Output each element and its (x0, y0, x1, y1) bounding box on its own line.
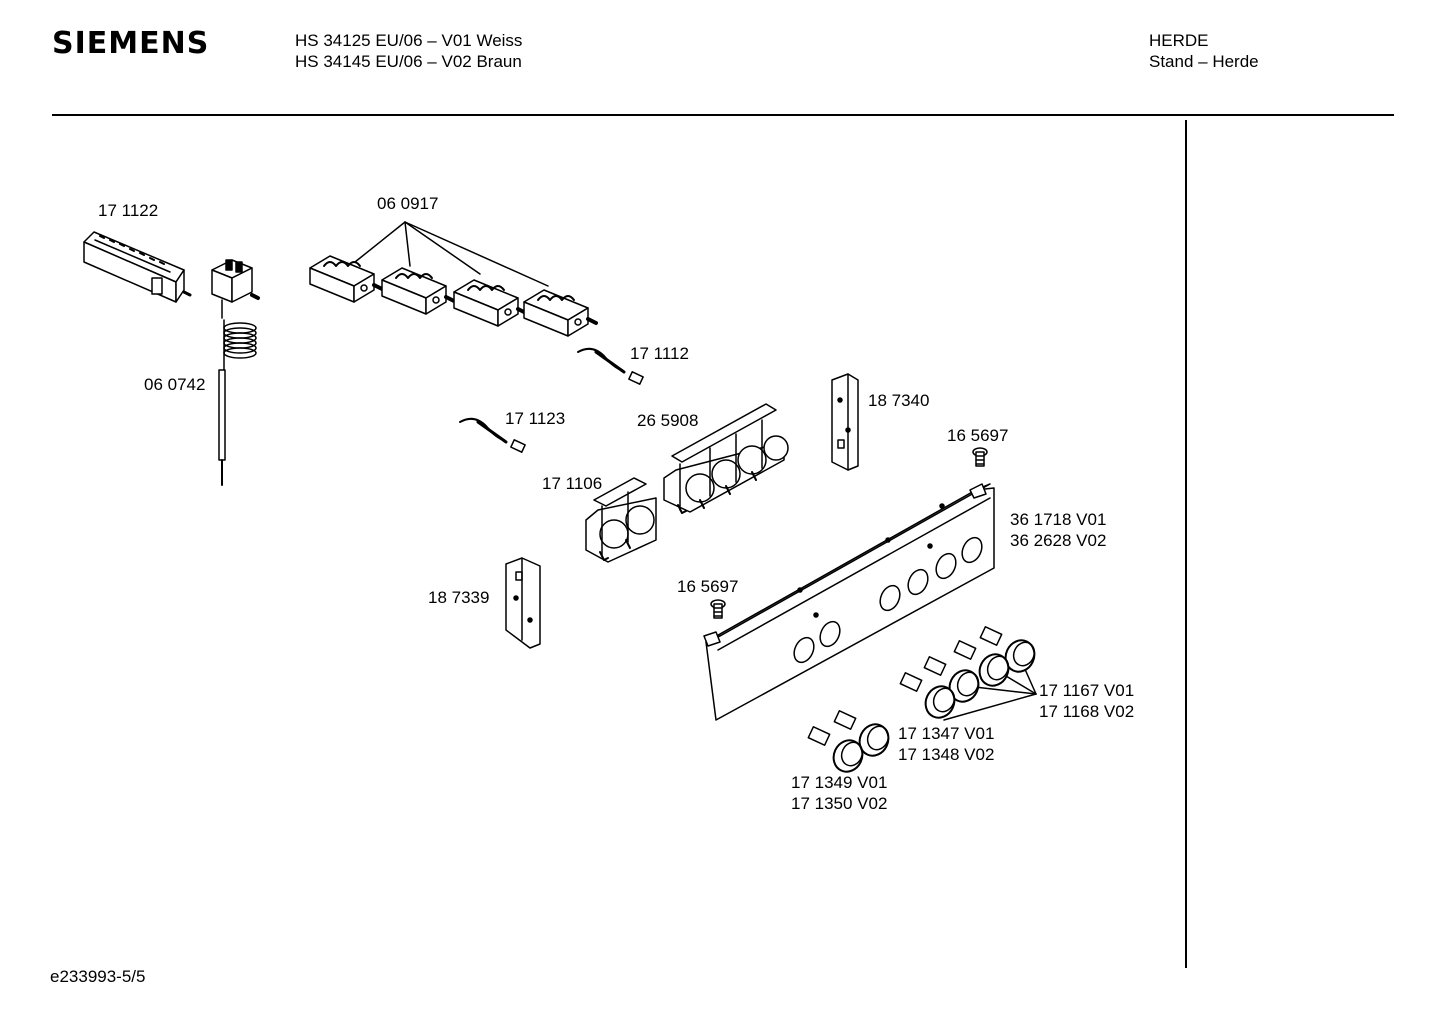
rotary-switch-3 (453, 279, 528, 327)
part-label-187339: 18 7339 (428, 588, 490, 607)
knob-group-large (899, 626, 1037, 721)
rotary-switches (309, 221, 598, 337)
knob-group-small (807, 710, 890, 773)
lamp-part-upper (577, 347, 644, 385)
part-label-171123: 17 1123 (505, 409, 566, 428)
screw-upper (972, 447, 988, 467)
lamp-part-lower (459, 417, 526, 453)
header-divider (52, 114, 1394, 116)
part-label-165697-lower: 16 5697 (677, 577, 739, 596)
knob-2 (953, 640, 1010, 687)
part-label-171106: 17 1106 (542, 474, 603, 493)
thermostat-part (211, 259, 260, 486)
knob-5 (833, 710, 890, 757)
knob-3 (923, 656, 980, 703)
part-label-361718: 36 1718 V01 (1010, 510, 1107, 529)
part-label-060742: 06 0742 (144, 375, 206, 394)
control-panel-fascia (703, 483, 995, 721)
part-label-060917: 06 0917 (377, 194, 439, 213)
model-list: HS 34125 EU/06 – V01 Weiss HS 34145 EU/0… (295, 30, 522, 72)
bracket-left (505, 557, 541, 649)
part-label-171168: 17 1168 V02 (1039, 702, 1135, 721)
rotary-switch-2 (381, 267, 456, 315)
document-code: e233993-5/5 (50, 967, 146, 986)
knob-6 (807, 726, 864, 773)
model-line-1: HS 34125 EU/06 – V01 Weiss (295, 31, 523, 50)
category-line-2: Stand – Herde (1149, 52, 1259, 71)
model-line-2: HS 34145 EU/06 – V02 Braun (295, 52, 522, 71)
part-label-171348: 17 1348 V02 (898, 745, 995, 764)
part-label-165697-upper: 16 5697 (947, 426, 1009, 445)
category-line-1: HERDE (1149, 31, 1209, 50)
knob-holder-dual (585, 477, 657, 563)
part-label-171349: 17 1349 V01 (791, 773, 888, 792)
brand-logo: SIEMENS (52, 26, 210, 61)
part-label-171350: 17 1350 V02 (791, 794, 888, 813)
part-label-171347: 17 1347 V01 (898, 724, 995, 743)
part-label-187340: 18 7340 (868, 391, 930, 410)
knob-holder-quad (663, 403, 789, 514)
category-block: HERDE Stand – Herde (1149, 30, 1259, 72)
rotary-switch-4 (523, 289, 598, 337)
part-label-362628: 36 2628 V02 (1010, 531, 1107, 550)
part-label-171122: 17 1122 (98, 201, 159, 220)
rotary-switch-1 (309, 255, 384, 303)
terminal-block-part (83, 231, 192, 303)
part-label-171112: 17 1112 (630, 344, 689, 363)
part-label-171167: 17 1167 V01 (1039, 681, 1135, 700)
side-divider (1185, 120, 1187, 968)
screw-lower (710, 599, 726, 619)
knob-4 (899, 672, 956, 719)
part-label-265908: 26 5908 (637, 411, 699, 430)
knob-1 (979, 626, 1036, 673)
bracket-right (831, 373, 859, 471)
